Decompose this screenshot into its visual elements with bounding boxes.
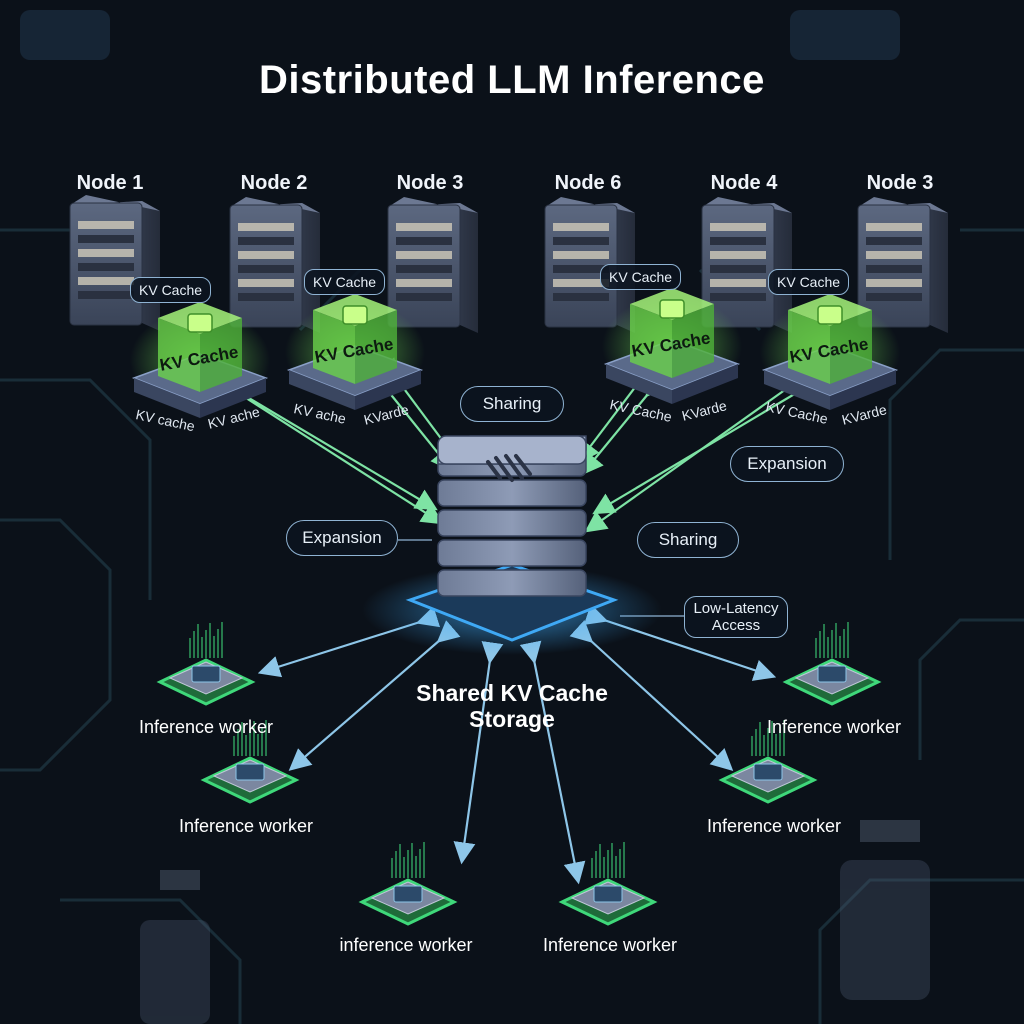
access-arrow — [519, 640, 586, 885]
kv-cache-tag: KV Cache — [768, 269, 850, 295]
gpu-chip-icon — [358, 842, 458, 926]
page-title: Distributed LLM Inference — [259, 58, 765, 102]
worker-label: Inference worker — [706, 816, 842, 836]
storage-top-face — [437, 435, 587, 465]
storage-label: Shared KV Cache Storage — [362, 680, 662, 732]
storage-layer — [437, 509, 587, 537]
flow-arrow — [577, 365, 656, 464]
node-label: Node 2 — [240, 172, 308, 194]
storage-layer — [437, 539, 587, 567]
worker-label: Inference worker — [138, 717, 274, 737]
storage-layer — [437, 479, 587, 507]
server-rack-icon — [857, 197, 948, 333]
sharing-callout: Sharing — [637, 522, 739, 558]
kv-cache-cube: KV Cache — [760, 294, 900, 410]
chip-icon — [817, 305, 843, 325]
access-arrow — [569, 620, 734, 771]
chip-icon — [187, 313, 213, 333]
kv-cache-tag: KV Cache — [304, 269, 386, 295]
expansion-callout: Expansion — [730, 446, 844, 482]
kv-cache-tag: KV Cache — [600, 264, 682, 290]
flow-arrow — [197, 361, 444, 525]
storage-label-line: Storage — [469, 706, 555, 732]
circuit-background — [0, 228, 1024, 1024]
gpu-chip-icon — [782, 622, 882, 706]
storage-label-line: Shared KV Cache — [416, 680, 608, 706]
node-label: Node 4 — [710, 172, 778, 194]
expansion-callout: Expansion — [286, 520, 398, 556]
worker-label: Inference worker — [542, 935, 678, 955]
chip-icon — [342, 305, 368, 325]
low-latency-callout: Low-Latency Access — [684, 596, 788, 638]
server-rack-icon — [387, 197, 478, 333]
kv-cache-cube: KV Cache — [130, 302, 270, 418]
server-rack-icon — [229, 197, 320, 333]
worker-label: inference worker — [339, 935, 473, 955]
gpu-chip-icon — [558, 842, 658, 926]
node-label: Node 1 — [76, 172, 144, 194]
gpu-chip-icon — [156, 622, 256, 706]
background-blur-shapes — [20, 10, 930, 1024]
worker-label: Inference worker — [766, 717, 902, 737]
node-label: Node 3 — [396, 172, 464, 194]
storage-layer — [437, 569, 587, 597]
flow-arrow — [584, 362, 817, 533]
kv-cache-cube: KV Cache — [285, 294, 425, 410]
node-label: Node 6 — [554, 172, 622, 194]
shared-storage-stack — [362, 435, 662, 655]
server-rack-icon — [701, 197, 792, 333]
storage-logo-icon — [486, 454, 532, 482]
gpu-chip-icon — [718, 720, 818, 804]
worker-label: Inference worker — [178, 816, 314, 836]
chip-icon — [659, 299, 685, 319]
kv-cache-cube: KV Cache — [602, 288, 742, 404]
server-group — [69, 195, 948, 333]
worker-group — [156, 622, 882, 926]
server-rack-icon — [69, 195, 160, 331]
gpu-chip-icon — [200, 720, 300, 804]
kv-cache-tag: KV Cache — [130, 277, 212, 303]
access-arrow — [453, 641, 504, 865]
sharing-callout: Sharing — [460, 386, 564, 422]
node-label: Node 3 — [866, 172, 934, 194]
access-arrow — [288, 620, 461, 771]
